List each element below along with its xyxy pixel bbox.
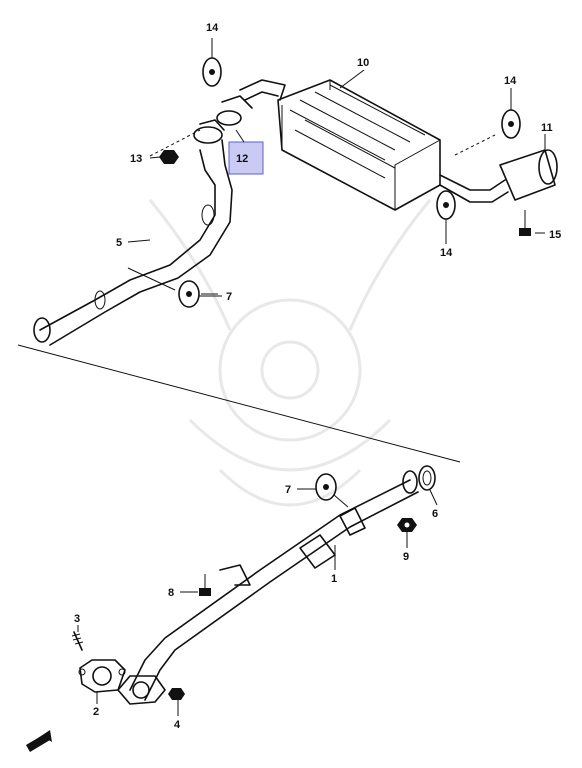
center-pipe (33, 126, 233, 346)
main-muffler (239, 79, 509, 211)
label-part-4: 4 (174, 719, 181, 731)
bolt-8 (180, 574, 211, 596)
front-direction-arrow-icon (26, 730, 52, 752)
label-part-3: 3 (74, 613, 80, 625)
label-part-8: 8 (168, 587, 174, 599)
label-part-14-right: 14 (504, 75, 517, 87)
hanger-rubber-14-right (501, 109, 521, 139)
label-part-9: 9 (403, 551, 409, 563)
flange-gasket-2 (78, 659, 126, 693)
label-part-1: 1 (331, 573, 337, 585)
label-part-13: 13 (130, 153, 142, 165)
gasket-12 (199, 95, 253, 131)
nut-4 (168, 688, 185, 700)
leader-lines (77, 38, 546, 716)
label-part-11: 11 (541, 122, 553, 134)
bolt-15 (519, 210, 545, 236)
tail-pipe (499, 149, 558, 201)
hanger-rubber-14-bottom (436, 190, 456, 220)
assembly-divider-line (17, 344, 461, 463)
label-part-14-top: 14 (206, 22, 219, 34)
watermark-emblem (148, 199, 432, 507)
nut-9 (397, 518, 417, 532)
hanger-rubber-7-lower (315, 473, 349, 508)
front-pipe-flange (117, 675, 166, 705)
label-part-5: 5 (116, 237, 122, 249)
label-part-7-upper: 7 (226, 291, 232, 303)
label-part-14-bottom: 14 (440, 247, 453, 259)
label-part-15: 15 (549, 229, 561, 241)
part-12-highlight[interactable] (228, 141, 264, 175)
label-part-10: 10 (357, 57, 369, 69)
center-pipe-hanger-rod (127, 267, 176, 291)
nut-13 (149, 129, 201, 164)
hanger-rubber-7-upper (178, 280, 218, 308)
label-part-7-lower: 7 (285, 484, 291, 496)
stud-bolt-3 (71, 631, 84, 651)
label-part-2: 2 (93, 706, 99, 718)
front-pipe (129, 470, 419, 701)
hanger-rubber-14-top (202, 57, 222, 87)
gasket-ring-6 (418, 465, 436, 491)
label-part-12[interactable]: 12 (236, 153, 248, 165)
label-part-6: 6 (432, 508, 438, 520)
